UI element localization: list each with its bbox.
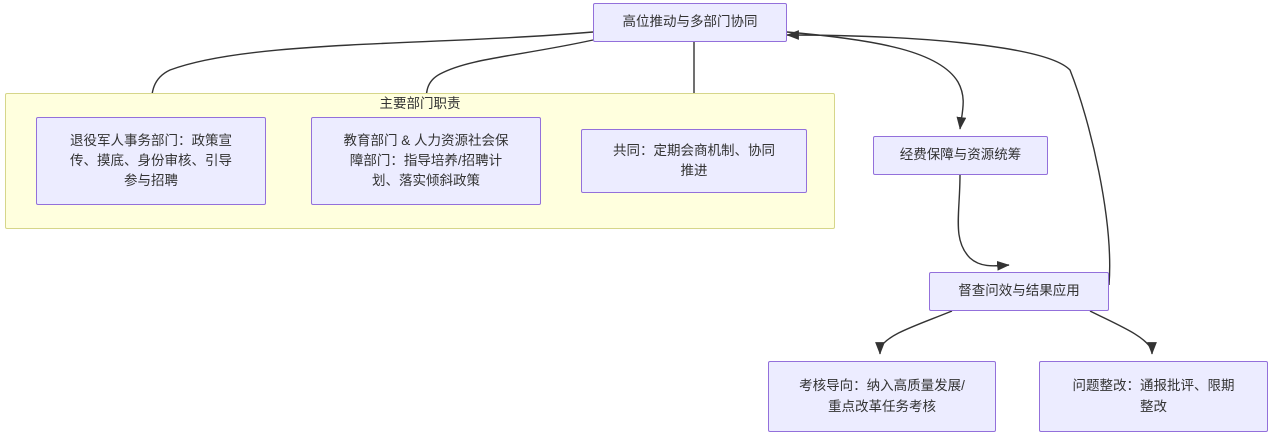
edge-supervision-to-assessment [875, 310, 953, 355]
node-label: 督查问效与结果应用 [958, 283, 1080, 299]
node-label: 高位推动与多部门协同 [622, 14, 758, 30]
node-label: 问题整改：通报批评、限期 整改 [1072, 378, 1235, 414]
node-label: 退役军人事务部门：政策宣 传、摸底、身份审核、引导 参与招聘 [70, 132, 232, 189]
node-top-drive[interactable]: 高位推动与多部门协同 [593, 3, 787, 42]
cluster-title: 主要部门职责 [379, 96, 461, 111]
node-label: 共同：定期会商机制、协同 推进 [613, 142, 775, 178]
node-education-hr[interactable]: 教育部门 & 人力资源社会保 障部门：指导培养/招聘计 划、落实倾斜政策 [311, 117, 541, 205]
node-assessment-orientation[interactable]: 考核导向：纳入高质量发展/ 重点改革任务考核 [768, 361, 996, 432]
node-problem-rectification[interactable]: 问题整改：通报批评、限期 整改 [1039, 361, 1268, 432]
node-joint-mechanism[interactable]: 共同：定期会商机制、协同 推进 [581, 129, 807, 193]
edge-supervision-to-rectification [1089, 310, 1157, 355]
node-funding-resources[interactable]: 经费保障与资源统筹 [873, 136, 1048, 175]
node-veterans-affairs[interactable]: 退役军人事务部门：政策宣 传、摸底、身份审核、引导 参与招聘 [36, 117, 266, 205]
node-label: 教育部门 & 人力资源社会保 障部门：指导培养/招聘计 划、落实倾斜政策 [343, 132, 509, 189]
node-label: 经费保障与资源统筹 [899, 147, 1022, 163]
node-label: 考核导向：纳入高质量发展/ 重点改革任务考核 [799, 378, 965, 414]
edge-funding-to-supervision [957, 174, 1010, 271]
node-supervision[interactable]: 督查问效与结果应用 [929, 272, 1109, 311]
